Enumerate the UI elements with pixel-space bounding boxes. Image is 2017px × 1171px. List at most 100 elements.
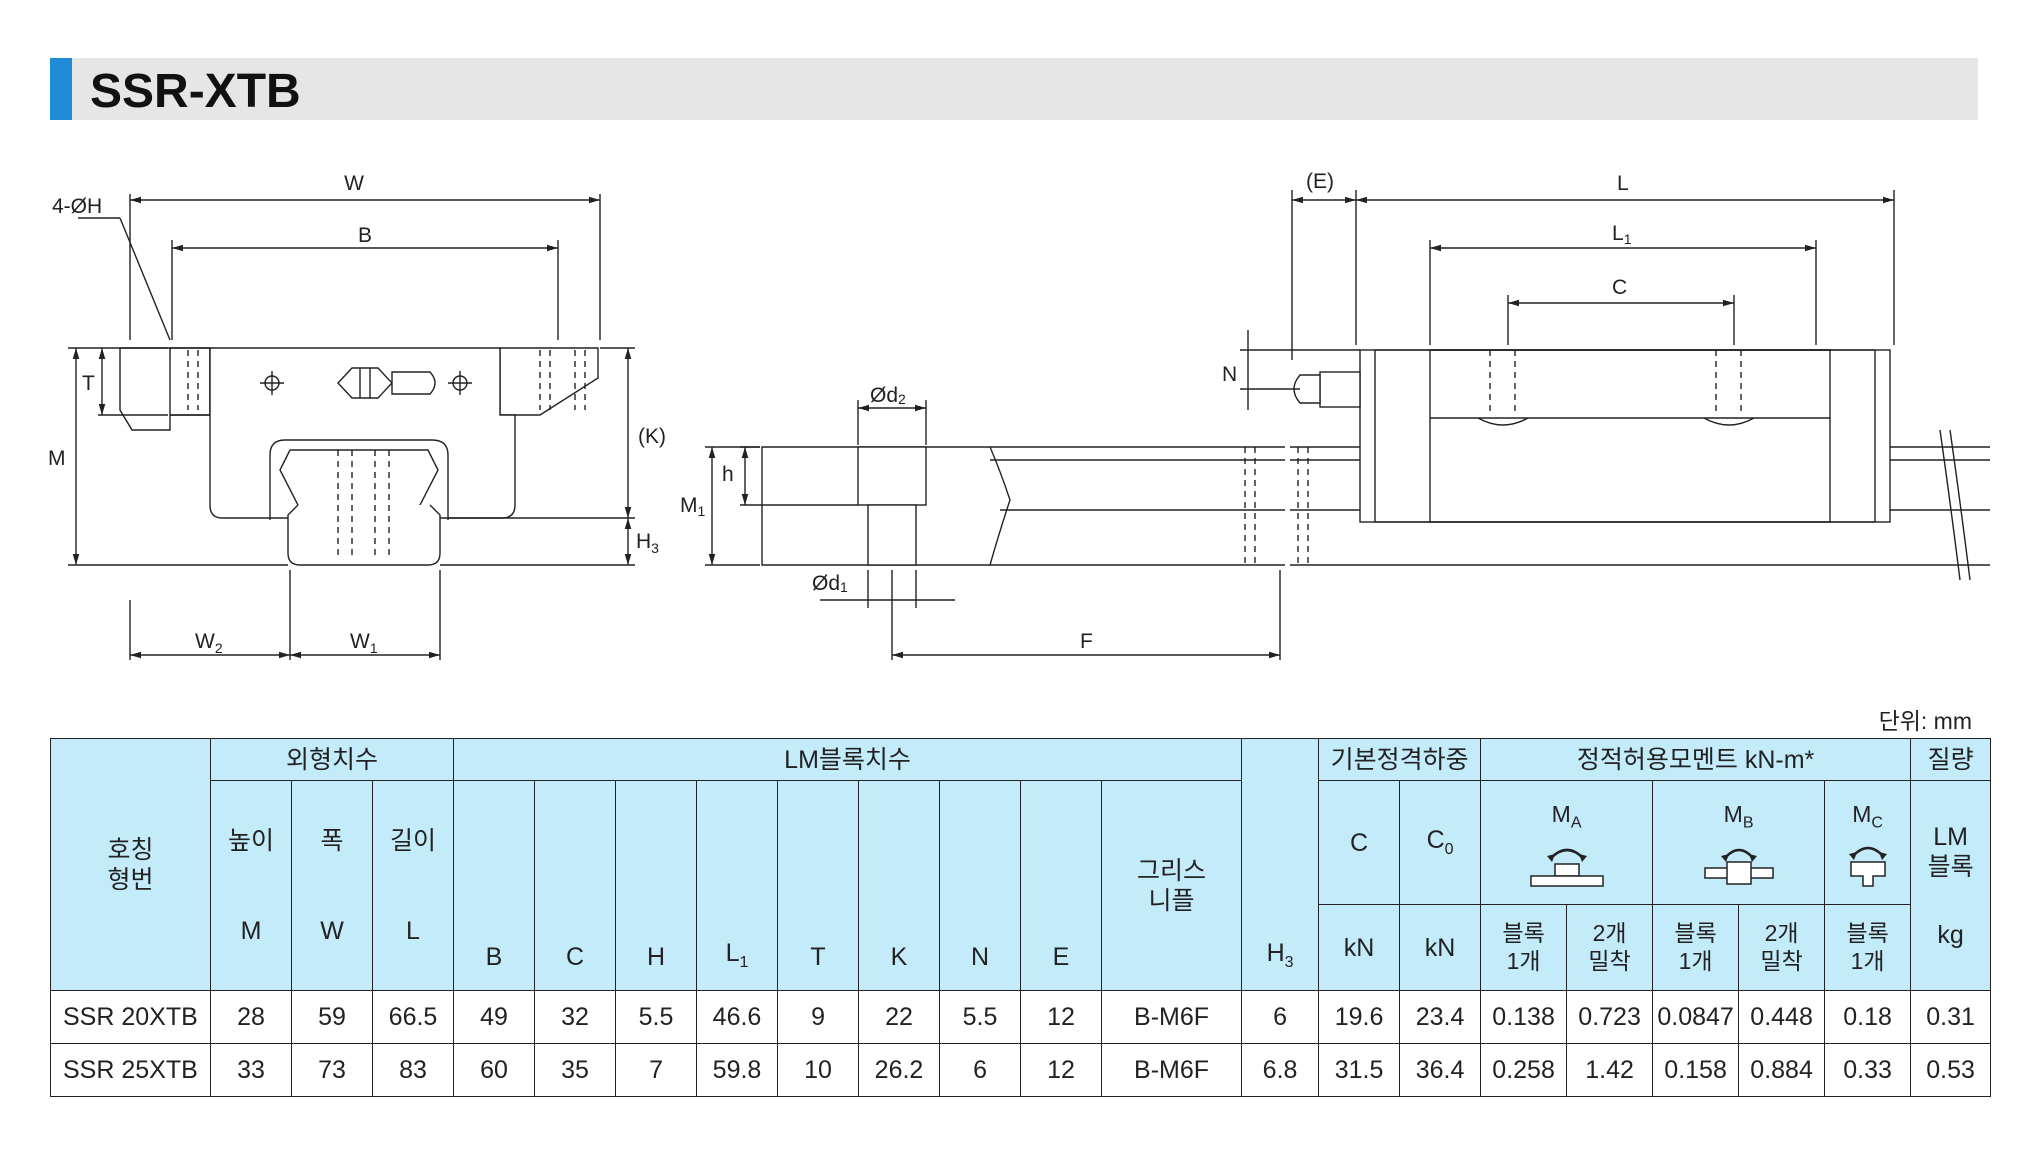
title-accent-bar	[50, 58, 72, 120]
cell: 5.5	[939, 990, 1022, 1044]
cell: 73	[291, 1043, 373, 1097]
rail-view: Ød2 h M1 Ød1 F	[680, 384, 1309, 660]
rail-label-d2: Ød2	[870, 384, 906, 407]
rail-label-m1: M1	[680, 494, 706, 519]
front-label-h3: H3	[636, 530, 659, 556]
cell: 12	[1020, 1043, 1103, 1097]
header-kn-c: kN	[1318, 904, 1401, 991]
cell: B-M6F	[1101, 990, 1243, 1044]
cell: 0.31	[1910, 990, 1992, 1044]
front-view: W B 4-ØH T M (K) H3 W2 W1	[48, 172, 666, 660]
cell: B-M6F	[1101, 1043, 1243, 1097]
front-label-4h: 4-ØH	[52, 195, 102, 218]
cell: 60	[453, 1043, 536, 1097]
header-mass: 질량	[1910, 738, 1992, 781]
header-basic-load: 기본정격하중	[1318, 738, 1482, 781]
cell: 0.18	[1824, 990, 1912, 1044]
header-col-t: T	[777, 780, 860, 991]
header-kn-c0: kN	[1399, 904, 1482, 991]
cell: 7	[615, 1043, 698, 1097]
cell: 26.2	[858, 1043, 941, 1097]
header-col-n: N	[939, 780, 1022, 991]
cell: 6	[939, 1043, 1022, 1097]
header-col-b: B	[453, 780, 536, 991]
cell: 5.5	[615, 990, 698, 1044]
title-bar: SSR-XTB	[50, 58, 1978, 120]
cell: 32	[534, 990, 617, 1044]
header-col-h: H	[615, 780, 698, 991]
cell: 83	[371, 1043, 455, 1097]
cell: 6	[1241, 990, 1320, 1044]
cell: 0.258	[1480, 1043, 1568, 1097]
front-label-b: B	[358, 224, 372, 247]
cell-model: SSR 25XTB	[50, 1043, 211, 1097]
cell: 6.8	[1241, 1043, 1320, 1097]
cell: 12	[1020, 990, 1103, 1044]
cell: 22	[858, 990, 941, 1044]
technical-drawing: W B 4-ØH T M (K) H3 W2 W1	[0, 140, 2017, 680]
header-col-k: K	[858, 780, 941, 991]
header-h3: H3	[1241, 738, 1320, 991]
cell: 59	[291, 990, 373, 1044]
header-lm-block-dims: LM블록치수	[453, 738, 1243, 781]
cell: 9	[777, 990, 860, 1044]
moment-mc-icon	[1848, 847, 1887, 888]
cell: 10	[777, 1043, 860, 1097]
table-row: SSR 25XTB 33 73 83 60 35 7 59.8 10 26.2 …	[50, 1043, 1992, 1097]
cell: 19.6	[1318, 990, 1401, 1044]
cell: 1.42	[1566, 1043, 1654, 1097]
side-label-l1: L1	[1612, 222, 1632, 247]
cell: 23.4	[1399, 990, 1482, 1044]
cell: 49	[453, 990, 536, 1044]
cell: 0.53	[1910, 1043, 1992, 1097]
cell: 46.6	[696, 990, 779, 1044]
header-mb: MB	[1652, 780, 1826, 905]
cell: 0.448	[1738, 990, 1826, 1044]
side-label-e: (E)	[1306, 170, 1334, 193]
header-outer-dims: 외형치수	[209, 738, 455, 781]
cell: 0.33	[1824, 1043, 1912, 1097]
header-col-e: E	[1020, 780, 1103, 991]
cell: 59.8	[696, 1043, 779, 1097]
header-ma: MA	[1480, 780, 1654, 905]
side-label-c: C	[1612, 276, 1627, 299]
header-load-c0: C0	[1399, 780, 1482, 905]
rail-label-d1: Ød1	[812, 572, 848, 595]
table-row: SSR 20XTB 28 59 66.5 49 32 5.5 46.6 9 22…	[50, 990, 1992, 1044]
cell: 0.158	[1652, 1043, 1740, 1097]
header-col-c: C	[534, 780, 617, 991]
header-static-moment: 정적허용모멘트 kN-m*	[1480, 738, 1912, 781]
front-label-w: W	[344, 172, 364, 195]
cell: 36.4	[1399, 1043, 1482, 1097]
rail-label-f: F	[1080, 630, 1093, 653]
cell: 0.884	[1738, 1043, 1826, 1097]
rail-label-h: h	[722, 463, 734, 486]
front-label-t: T	[82, 372, 95, 395]
unit-note: 단위: mm	[1878, 708, 1972, 734]
cell: 31.5	[1318, 1043, 1401, 1097]
front-label-k: (K)	[638, 425, 666, 448]
cell: 35	[534, 1043, 617, 1097]
front-label-m: M	[48, 447, 66, 470]
side-label-n: N	[1222, 363, 1237, 386]
header-mc: MC	[1824, 780, 1912, 905]
cell-model: SSR 20XTB	[50, 990, 211, 1044]
moment-ma-icon	[1529, 849, 1604, 888]
header-col-l1: L1	[696, 780, 779, 991]
header-load-c: C	[1318, 780, 1401, 905]
side-label-l: L	[1617, 172, 1629, 195]
